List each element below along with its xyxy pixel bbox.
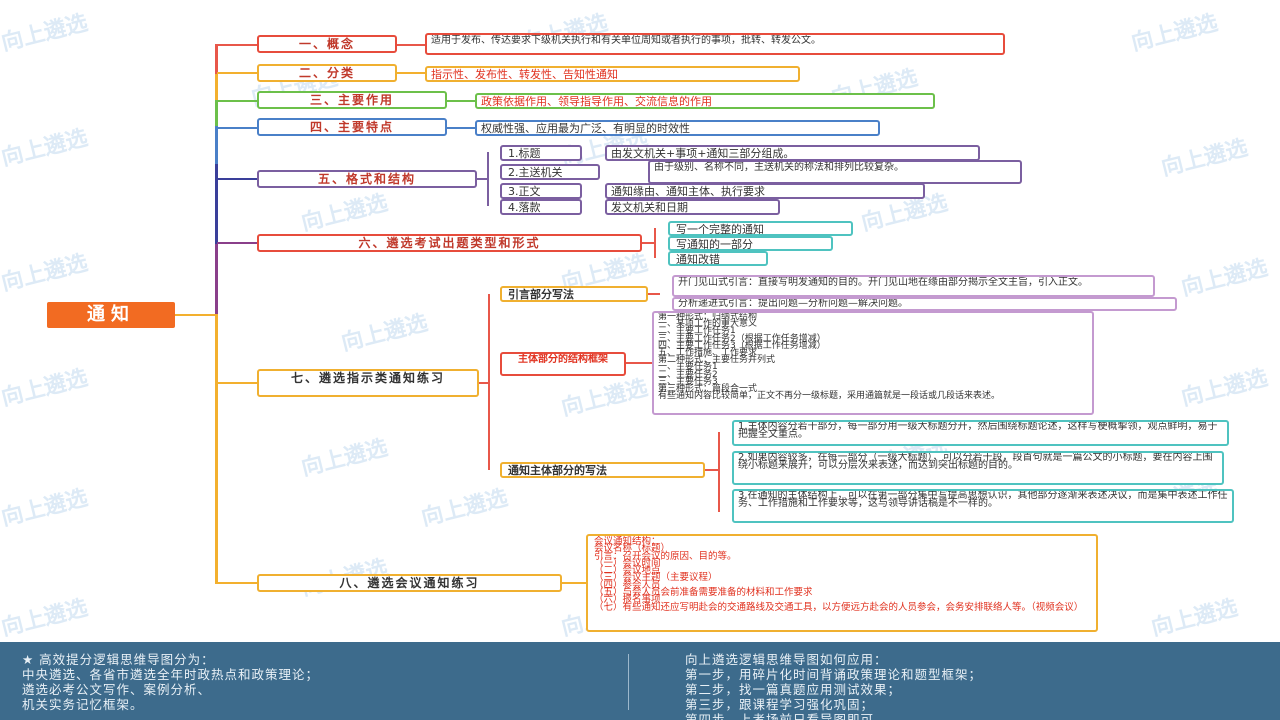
watermark-text: 向上遴选 — [0, 10, 91, 57]
branch-features: 四、主要特点 — [257, 118, 447, 136]
format-body-label: 3.正文 — [500, 183, 582, 199]
connector-b3 — [217, 100, 257, 102]
watermark-text: 向上遴选 — [418, 485, 511, 532]
connector-b8 — [217, 582, 257, 584]
footer-intro: ★ 高效提分逻辑思维导图分为： 中央遴选、各省市遴选全年时政热点和政策理论； 遴… — [22, 652, 320, 712]
format-body-text: 通知缘由、通知主体、执行要求 — [605, 183, 925, 199]
body-structure-label: 主体部分的结构框架 — [500, 352, 626, 376]
connector-b6-bracket — [654, 228, 656, 258]
center-connector — [175, 314, 217, 316]
body-structure-text: 第一种形式：归纳式结构 一、某项工作的重大意义 二、主要工作任务1 三、主要工作… — [652, 311, 1094, 415]
exam-type-1: 写一个完整的通知 — [668, 221, 853, 236]
branch-function: 三、主要作用 — [257, 91, 447, 109]
branch-format: 五、格式和结构 — [257, 170, 477, 188]
exam-type-2: 写通知的一部分 — [668, 236, 833, 251]
connector-b3-leaf — [447, 100, 475, 102]
connector-writing-bracket — [718, 432, 720, 512]
format-recipient-label: 2.主送机关 — [500, 164, 600, 180]
connector-b1 — [217, 44, 257, 46]
watermark-text: 向上遴选 — [0, 250, 91, 297]
watermark-text: 向上遴选 — [0, 595, 91, 642]
branch-directive-practice: 七、遴选指示类通知练习 — [257, 369, 479, 397]
intro-writing-label: 引言部分写法 — [500, 286, 648, 302]
format-title-label: 1.标题 — [500, 145, 582, 161]
writing-item-2: 2.如果内容较多，在每一部分（一级大标题），可以分若干段，段首句就是一篇公文的小… — [732, 451, 1224, 485]
branch-exam-types: 六、遴选考试出题类型和形式 — [257, 234, 642, 252]
watermark-text: 向上遴选 — [1178, 255, 1271, 302]
connector-b7-stem — [479, 382, 489, 384]
branch-concept: 一、概念 — [257, 35, 397, 53]
watermark-text: 向上遴选 — [558, 375, 651, 422]
connector-b1-leaf — [397, 44, 425, 46]
center-node: 通知 — [47, 302, 175, 328]
connector-b6-stem — [642, 242, 654, 244]
connector-b4 — [217, 127, 257, 129]
connector-b2 — [217, 72, 257, 74]
watermark-text: 向上遴选 — [0, 485, 91, 532]
watermark-text: 向上遴选 — [1158, 135, 1251, 182]
format-signature-label: 4.落款 — [500, 199, 582, 215]
connector-b5-stem — [477, 178, 487, 180]
connector-body — [626, 362, 652, 364]
intro-item-1: 开门见山式引言：直接写明发通知的目的。开门见山地在缘由部分揭示全文主旨，引入正文… — [672, 275, 1155, 297]
watermark-text: 向上遴选 — [1128, 10, 1221, 57]
watermark-text: 向上遴选 — [1148, 595, 1241, 642]
function-text: 政策依据作用、领导指导作用、交流信息的作用 — [475, 93, 935, 109]
watermark-text: 向上遴选 — [0, 125, 91, 172]
watermark-text: 向上遴选 — [338, 310, 431, 357]
body-writing-label: 通知主体部分的写法 — [500, 462, 705, 478]
connector-b6 — [217, 242, 257, 244]
connector-b4-leaf — [447, 127, 475, 129]
connector-b2-leaf — [397, 72, 425, 74]
intro-item-2: 分析递进式引言：提出问题—分析问题—解决问题。 — [672, 297, 1177, 311]
connector-b8-leaf — [562, 582, 586, 584]
writing-item-3: 3.在通知的主体结构上，可以在第一部分集中写提高思想认识，其他部分逐渐来表述决议… — [732, 489, 1234, 523]
format-recipient-text: 由于级别、名称不同，主送机关的称法和排列比较复杂。 — [648, 160, 1022, 184]
exam-type-3: 通知改错 — [668, 251, 768, 266]
meeting-notice-structure: 会议通知结构： 会议名称（标题） 引言：召开会议的原因、目的等。 （一）会议时间… — [586, 534, 1098, 632]
footer-banner: ★ 高效提分逻辑思维导图分为： 中央遴选、各省市遴选全年时政热点和政策理论； 遴… — [0, 642, 1280, 720]
connector-b7 — [217, 382, 257, 384]
watermark-text: 向上遴选 — [1178, 365, 1271, 412]
watermark-text: 向上遴选 — [0, 365, 91, 412]
watermark-text: 向上遴选 — [298, 190, 391, 237]
branch-category: 二、分类 — [257, 64, 397, 82]
connector-intro — [648, 293, 660, 295]
format-signature-text: 发文机关和日期 — [605, 199, 780, 215]
connector-b5 — [217, 178, 257, 180]
concept-text: 适用于发布、传达要求下级机关执行和有关单位周知或者执行的事项，批转、转发公文。 — [425, 33, 1005, 55]
footer-divider — [628, 654, 629, 710]
watermark-text: 向上遴选 — [298, 435, 391, 482]
branch-meeting-practice: 八、遴选会议通知练习 — [257, 574, 562, 592]
writing-item-1: 1.主体内容分若干部分，每一部分用一级大标题分开，然后围绕标题论述，这样写梗概掣… — [732, 420, 1229, 446]
features-text: 权威性强、应用最为广泛、有明显的时效性 — [475, 120, 880, 136]
connector-b7-bracket — [488, 294, 490, 470]
connector-b5-bracket — [487, 152, 489, 206]
footer-usage: 向上遴选逻辑思维导图如何应用： 第一步，用碎片化时间背诵政策理论和题型框架； 第… — [685, 652, 983, 720]
connector-writing — [705, 469, 719, 471]
category-text: 指示性、发布性、转发性、告知性通知 — [425, 66, 800, 82]
format-title-text: 由发文机关+事项+通知三部分组成。 — [605, 145, 980, 161]
